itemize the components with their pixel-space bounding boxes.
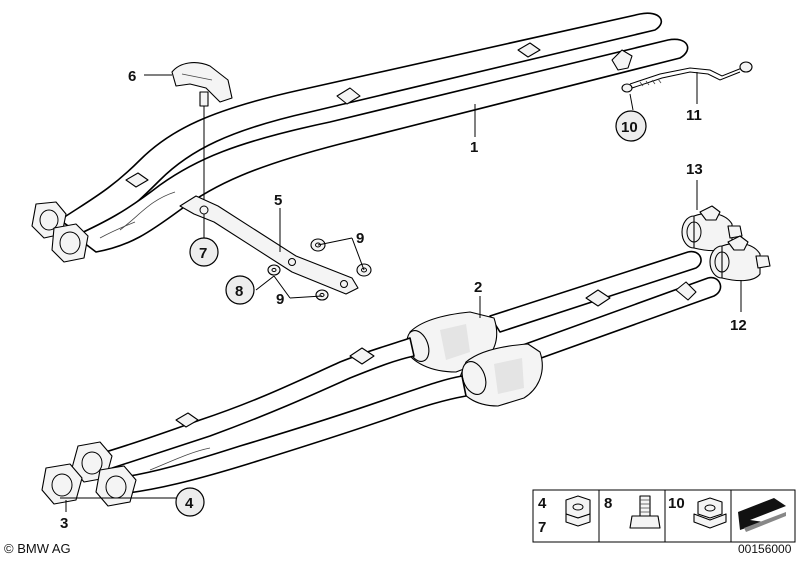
label-part-2: 2 (474, 279, 482, 296)
footer: © BMW AG 00156000 (4, 541, 792, 556)
legend-label-10: 10 (668, 495, 685, 512)
callout-circle-10 (615, 110, 647, 142)
hex-nut-icon (565, 495, 591, 527)
pipe-bracket-3 (125, 172, 149, 188)
washer-bottom-1 (267, 264, 281, 276)
callout-circle-7 (189, 237, 219, 267)
hanger-bracket (171, 62, 233, 210)
pipe-bracket-1 (336, 87, 361, 105)
label-part-4: 4 (185, 495, 194, 512)
label-part-10: 10 (621, 119, 638, 136)
catalytic-converter-assembly (41, 250, 722, 507)
bolt-icon (629, 495, 661, 529)
copyright-symbol: © (4, 541, 14, 556)
fastener-legend: 4 7 8 10 (532, 489, 796, 543)
label-part-1: 1 (470, 139, 478, 156)
ground-strap (621, 61, 753, 93)
legend-label-8: 8 (604, 495, 612, 512)
callout-circle-4 (175, 487, 205, 517)
label-part-11: 11 (686, 107, 702, 124)
label-part-8: 8 (235, 283, 243, 300)
direction-arrow-icon (738, 498, 786, 532)
pipe-clamp-13 (681, 205, 743, 252)
cat-bracket-1 (349, 347, 375, 365)
cat-bracket-2 (175, 412, 199, 428)
leader-lines (60, 72, 742, 512)
pipe-bracket-2 (517, 42, 541, 58)
svg-text:© BMW AG: © BMW AG (4, 541, 71, 556)
document-number: 00156000 (738, 542, 792, 556)
washer-bottom-2 (315, 289, 329, 301)
label-part-7: 7 (199, 245, 207, 262)
cat-bracket-3 (585, 289, 611, 307)
support-bracket (179, 195, 359, 295)
rear-flange-center (41, 463, 83, 505)
label-part-13: 13 (686, 161, 703, 178)
rear-flange-right (95, 465, 137, 507)
callout-circle-8 (225, 275, 255, 305)
label-part-9-top: 9 (356, 230, 364, 247)
label-part-12: 12 (730, 317, 747, 334)
brand-name: BMW AG (17, 541, 70, 556)
callouts: 6 1 7 5 9 8 9 2 3 4 10 11 13 12 (60, 68, 747, 532)
label-part-9-bottom: 9 (276, 291, 284, 308)
pipe-end-clip (611, 49, 633, 71)
front-flange-right (51, 223, 89, 263)
legend-label-7: 7 (538, 519, 546, 536)
label-part-6: 6 (128, 68, 136, 85)
label-part-5: 5 (274, 192, 282, 209)
cat-bracket-4 (675, 281, 697, 301)
front-pipe-assembly (31, 12, 689, 263)
flange-nut-icon (693, 497, 727, 529)
legend-label-4: 4 (538, 495, 547, 512)
pipe-clamp-12 (709, 235, 771, 282)
label-part-3: 3 (60, 515, 68, 532)
